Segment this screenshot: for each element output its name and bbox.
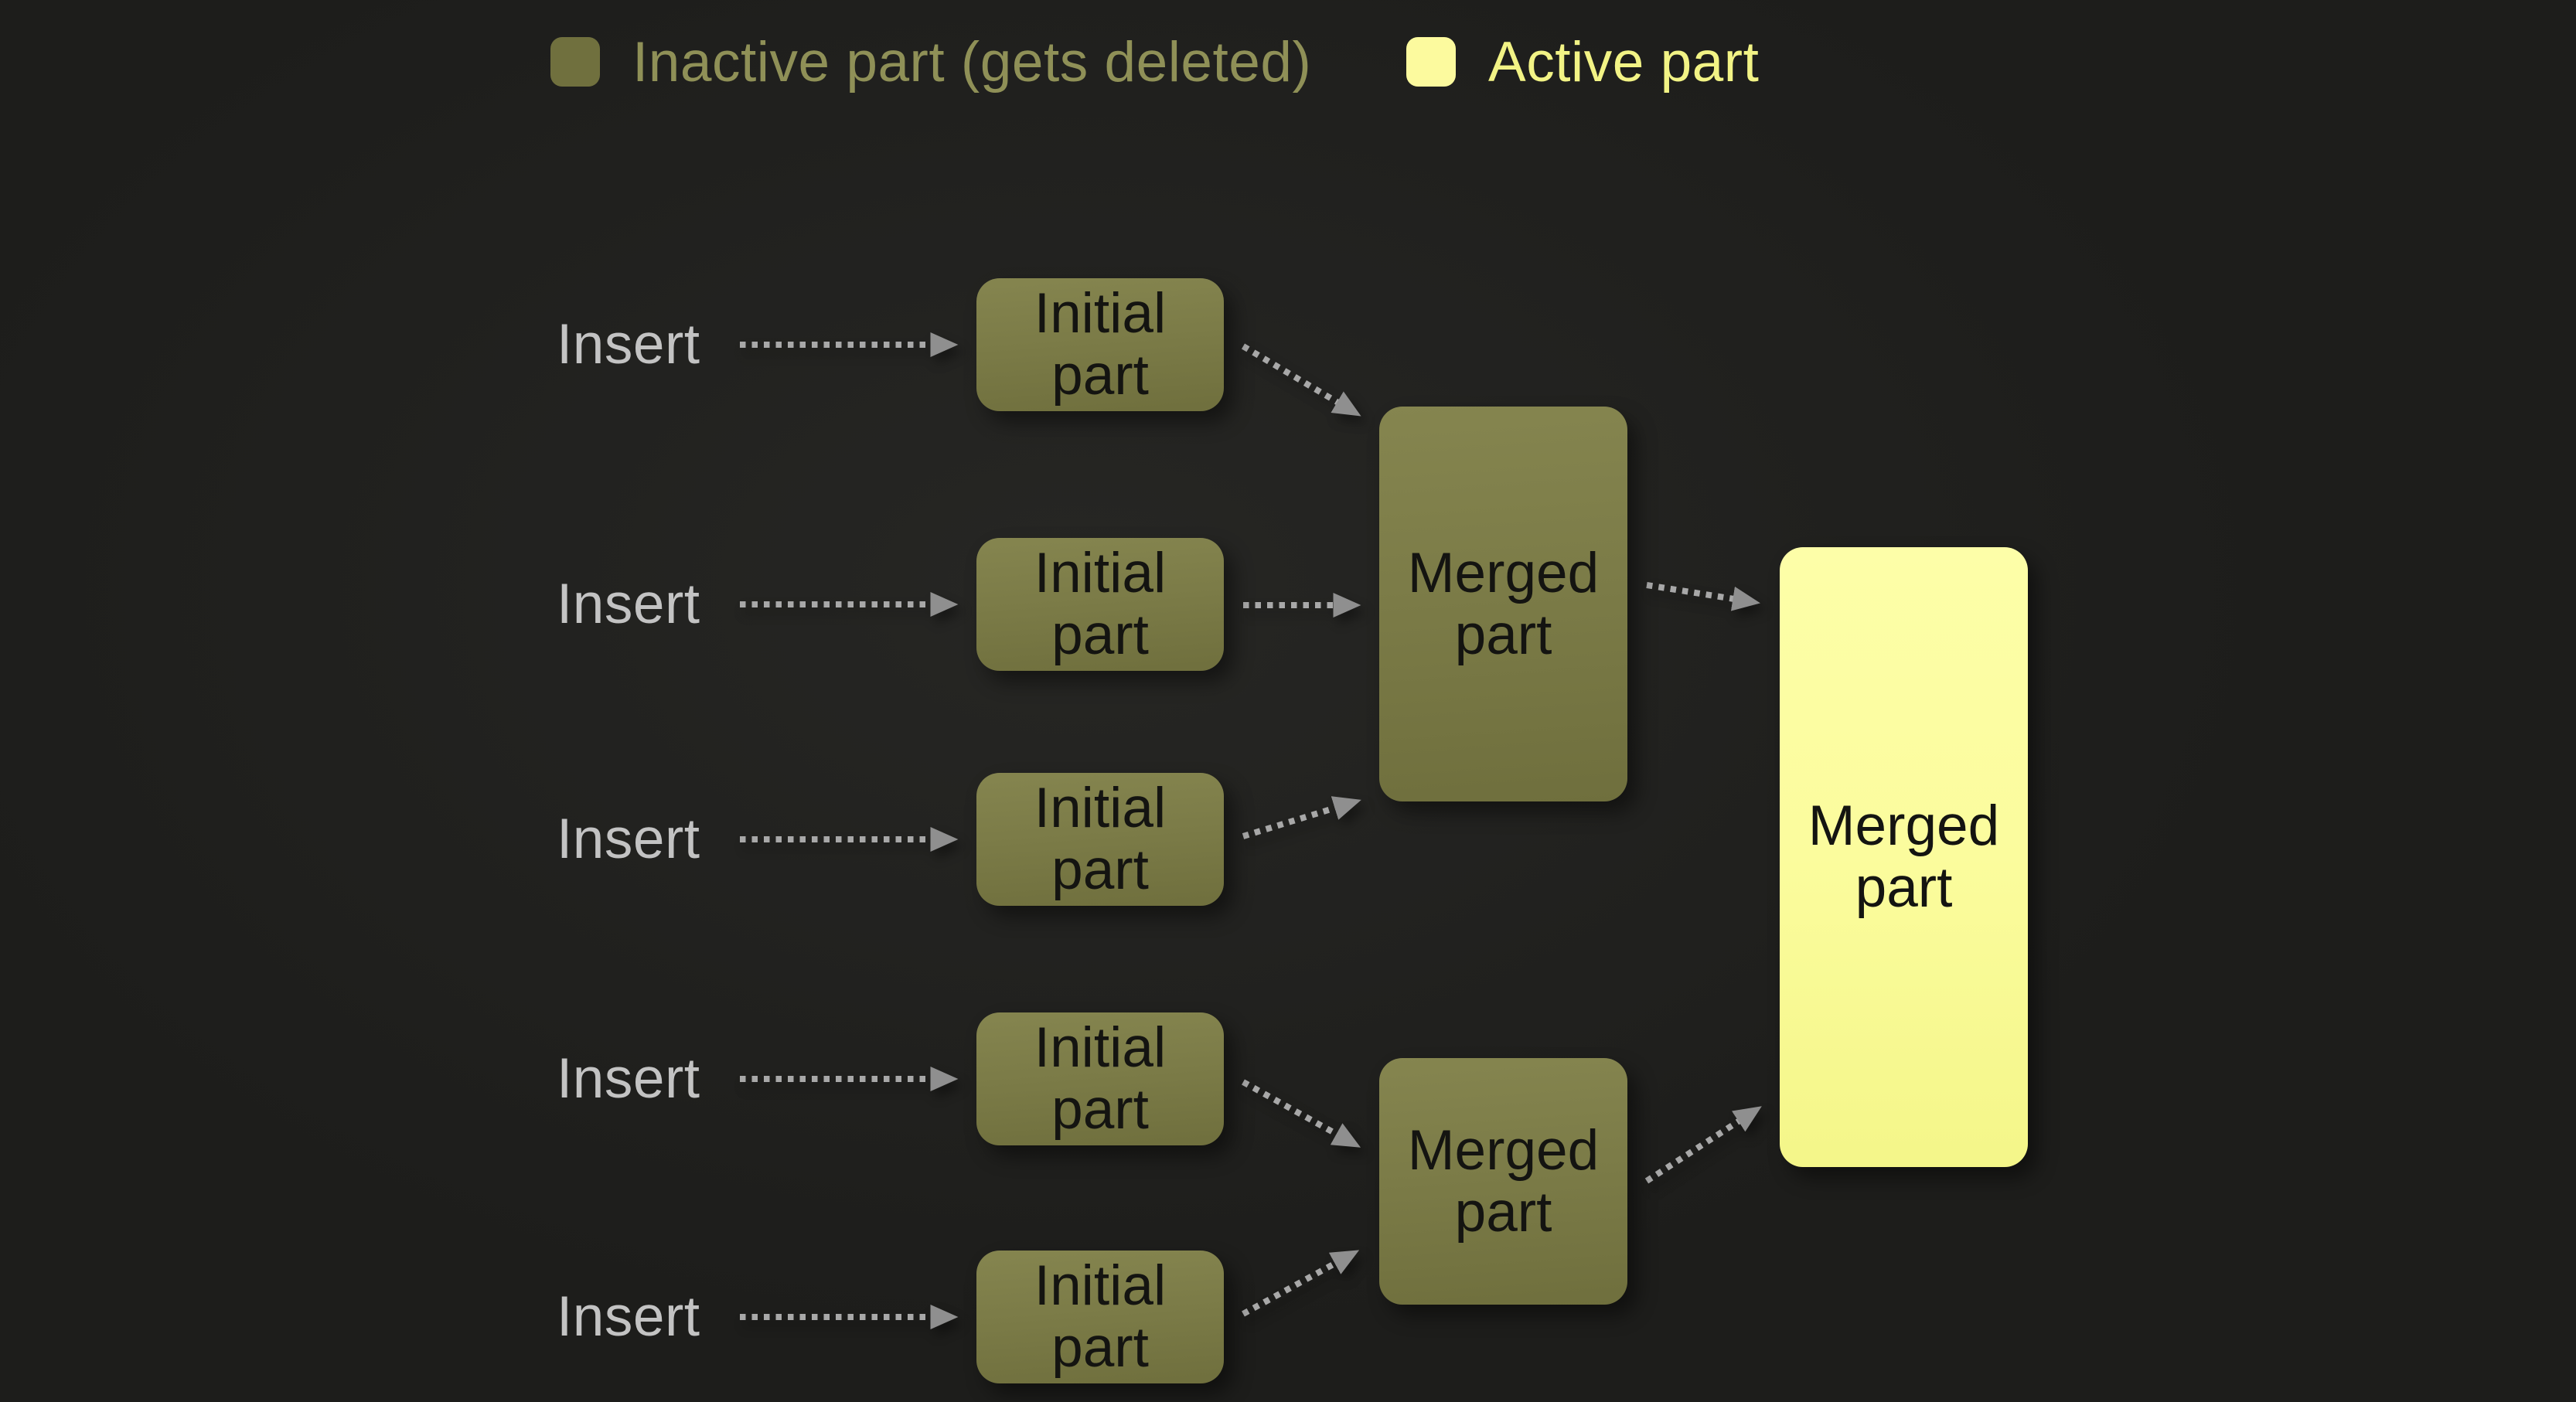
- arrow-initial4-to-merged2: [1242, 1079, 1361, 1148]
- legend-swatch-inactive-icon: [550, 37, 600, 87]
- initial-part-node-1: Initial part: [976, 278, 1224, 411]
- legend-item-inactive: Inactive part (gets deleted): [550, 30, 1312, 94]
- legend-swatch-active-icon: [1406, 37, 1456, 87]
- merged-part-node-final-active: Merged part: [1780, 547, 2028, 1167]
- arrow-initial3-to-merged1: [1242, 796, 1361, 839]
- arrow-initial5-to-merged2: [1242, 1250, 1360, 1317]
- insert-label-2: Insert: [557, 573, 700, 635]
- arrow-initial1-to-merged1: [1241, 343, 1361, 417]
- legend-item-active: Active part: [1406, 30, 1760, 94]
- insert-label-5: Insert: [557, 1285, 700, 1348]
- arrow-merged2-to-final: [1644, 1106, 1762, 1184]
- insert-label-1: Insert: [557, 313, 700, 376]
- arrow-merged1-to-final: [1646, 582, 1760, 611]
- initial-part-node-2: Initial part: [976, 538, 1224, 671]
- insert-label-4: Insert: [557, 1047, 700, 1110]
- merged-part-node-top: Merged part: [1379, 407, 1627, 801]
- initial-part-node-5: Initial part: [976, 1251, 1224, 1383]
- merged-part-node-bottom: Merged part: [1379, 1058, 1627, 1305]
- initial-part-node-3: Initial part: [976, 773, 1224, 906]
- legend-label-active: Active part: [1488, 30, 1760, 94]
- legend-label-inactive: Inactive part (gets deleted): [632, 30, 1312, 94]
- initial-part-node-4: Initial part: [976, 1012, 1224, 1145]
- insert-label-3: Insert: [557, 808, 700, 870]
